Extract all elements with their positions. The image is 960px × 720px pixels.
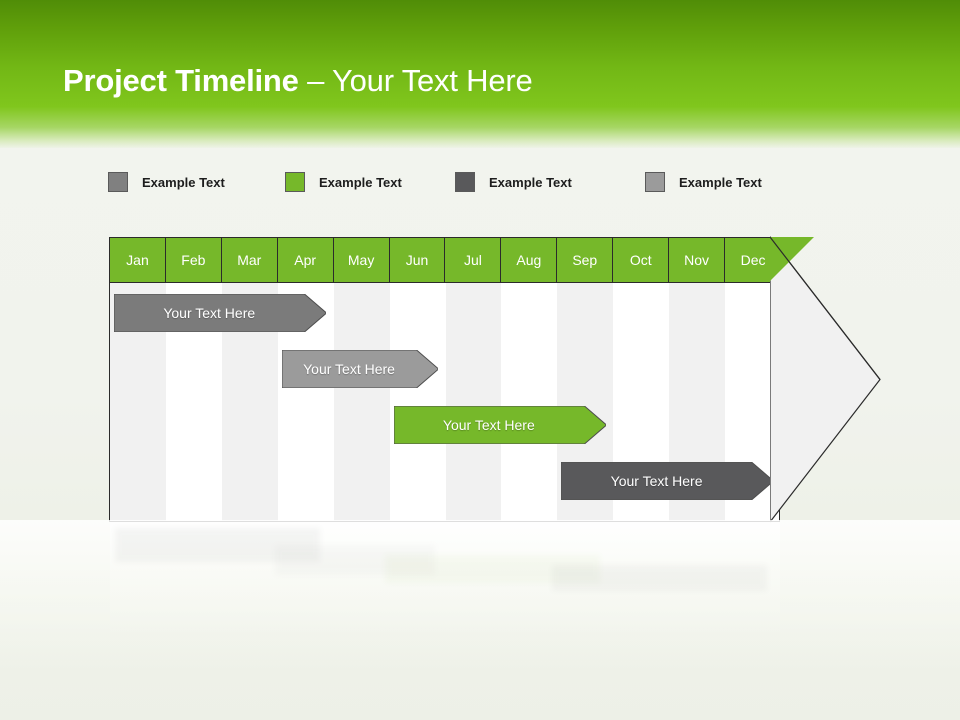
- month-header-nov[interactable]: Nov: [669, 238, 726, 282]
- reflection-bar-3: [385, 555, 600, 583]
- legend-swatch-icon-2: [285, 172, 305, 192]
- column-band-jan: [110, 238, 166, 521]
- legend-label-3: Example Text: [489, 174, 572, 190]
- legend-swatch-icon-1: [108, 172, 128, 192]
- month-header-may[interactable]: May: [334, 238, 390, 282]
- floor-reflection: [0, 520, 960, 720]
- month-header-feb[interactable]: Feb: [166, 238, 222, 282]
- legend-item-3[interactable]: Example Text: [455, 168, 572, 196]
- task-bar-shape-2: [281, 350, 439, 388]
- reflection-bar-2: [275, 545, 435, 575]
- title-rest-part: – Your Text Here: [298, 63, 533, 98]
- column-band-aug: [501, 238, 558, 521]
- reflection-bar-1: [115, 528, 320, 562]
- month-header-dec[interactable]: Dec: [740, 252, 766, 268]
- task-bar-shape-1: [114, 294, 327, 332]
- task-bar-3[interactable]: Your Text Here: [393, 406, 607, 444]
- column-band-mar: [221, 238, 278, 521]
- month-header-apr[interactable]: Apr: [278, 238, 334, 282]
- header-band: [0, 0, 960, 148]
- legend: Example Text Example Text Example Text Exam…: [108, 168, 808, 196]
- page-title: Project Timeline – Your Text Here: [63, 60, 533, 102]
- legend-swatch-icon-3: [455, 172, 475, 192]
- legend-item-1[interactable]: Example Text: [108, 168, 225, 196]
- reflection-bar-4: [552, 565, 767, 591]
- floor-sheen: [110, 522, 780, 632]
- column-band-jul: [445, 238, 502, 521]
- month-header-jun[interactable]: Jun: [390, 238, 446, 282]
- legend-swatch-icon-4: [645, 172, 665, 192]
- task-bar-1[interactable]: Your Text Here: [114, 294, 327, 332]
- column-band-feb: [165, 238, 222, 521]
- task-bar-4[interactable]: Your Text Here: [561, 462, 774, 500]
- month-header-aug[interactable]: Aug: [501, 238, 558, 282]
- legend-item-4[interactable]: Example Text: [645, 168, 762, 196]
- month-header-oct[interactable]: Oct: [613, 238, 670, 282]
- task-bar-2[interactable]: Your Text Here: [281, 350, 439, 388]
- timeline-arrow-head: [770, 236, 881, 523]
- month-header-sep[interactable]: Sep: [557, 238, 614, 282]
- month-header-mar[interactable]: Mar: [222, 238, 278, 282]
- legend-label-4: Example Text: [679, 174, 762, 190]
- legend-label-1: Example Text: [142, 174, 225, 190]
- month-header-jan[interactable]: Jan: [110, 238, 166, 282]
- legend-item-2[interactable]: Example Text: [285, 168, 402, 196]
- task-bar-shape-4: [561, 462, 774, 500]
- legend-label-2: Example Text: [319, 174, 402, 190]
- month-header-jul[interactable]: Jul: [446, 238, 502, 282]
- task-bar-shape-3: [393, 406, 607, 444]
- title-bold-part: Project Timeline: [63, 63, 299, 98]
